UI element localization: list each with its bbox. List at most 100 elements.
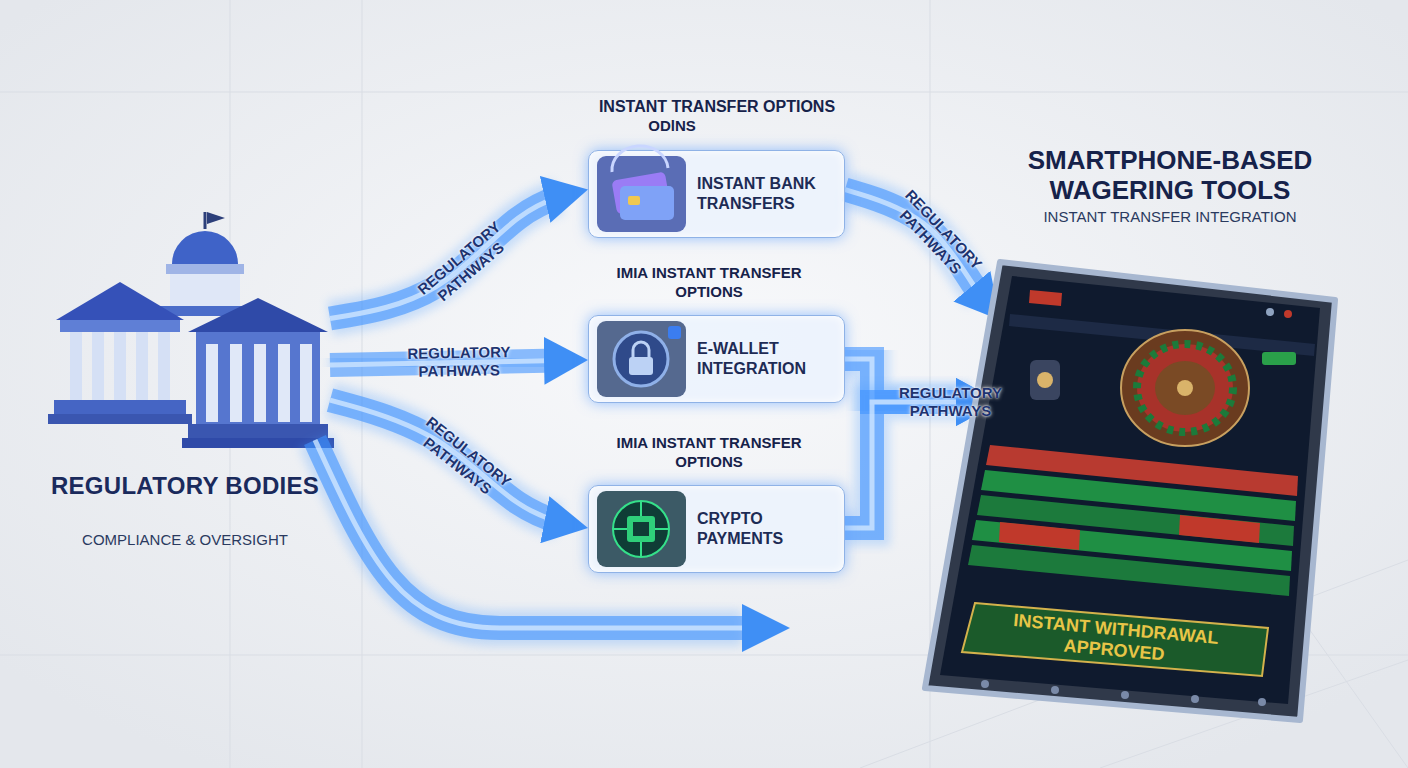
nav-icon [981,680,989,688]
box-label: INSTANT BANK TRANSFERS [697,151,842,237]
drum [166,264,244,274]
table-cell [999,522,1080,550]
phone-body [925,262,1335,720]
transfer-arrow [612,146,668,172]
column [300,344,312,422]
pathway-arrow [330,400,588,528]
nav-icon [1191,695,1199,703]
chip [627,516,655,542]
group-subtitle: COMPLIANCE & OVERSIGHT [40,531,330,548]
table-row [977,495,1294,546]
arrow-highlight [845,402,1000,528]
arrow-band [330,190,588,319]
icon-tile [597,156,686,232]
regulator-buildings [48,212,334,448]
pathway-arrow [330,190,588,319]
lock-ring [614,332,668,386]
box-label: CRYPTO PAYMENTS [697,486,842,572]
arrow-band [330,400,588,528]
side-icon-dot [1037,372,1053,388]
table-row [986,445,1298,496]
column [230,344,242,422]
arrow-glow [330,400,588,528]
box-heading: IMIA INSTANT TRANSFER OPTIONS [589,263,829,301]
side-icon [1030,360,1060,400]
arrow-head-carrier [330,190,588,319]
status-icon [1266,308,1274,316]
table-row [968,545,1290,596]
heading-fragment: ODlNS [612,117,732,134]
column [206,344,218,422]
arrow-band [845,402,1000,528]
table-cell [1179,515,1260,543]
arrow-highlight [330,360,588,365]
phone-screen [940,276,1320,704]
entablature [60,320,180,332]
badge [668,326,681,339]
spire [204,212,207,229]
column [114,332,126,400]
circuit-lines [613,501,669,557]
temple-step [48,414,192,424]
payment-option-box: IMIA INSTANT TRANSFER OPTIONSE-WALLET IN… [588,315,845,403]
arrow-glow [845,402,1000,528]
temple-base [54,400,186,414]
regulator-group: REGULATORY BODIES COMPLIANCE & OVERSIGHT [40,210,330,560]
arrow-head-carrier [845,402,1000,528]
group-title: REGULATORY BODIES [40,472,330,500]
icon-tile [597,491,686,567]
nav-icon [1258,698,1266,706]
screen-button [1262,352,1296,365]
flag [207,212,225,224]
arrow-highlight [330,400,588,528]
grid-line [1260,560,1408,768]
arrow-highlight [330,190,588,319]
arrow-glow [330,190,588,319]
nav-icon [1051,686,1059,694]
temple-roof [56,282,184,320]
roulette-wheel [1121,330,1249,446]
device-subtitle: INSTANT TRANSFER INTEGRATION [1000,208,1340,225]
smartphone-node: SMARTPHONE-BASED WAGERING TOOLSINSTANT T… [1000,260,1340,715]
arrow-band [330,360,588,365]
arrow-glow [330,360,588,365]
arrow-band [845,190,1000,320]
arrow-head-carrier [845,190,1000,320]
arrow-head-carrier [330,400,588,528]
arrow-head [742,604,790,652]
lock-body [629,357,653,375]
box-heading: INSTANT TRANSFER OPTIONS [552,97,882,116]
status-icon [1284,310,1292,318]
grid-line [0,92,1408,93]
arrow-head-carrier [330,360,588,365]
grid-line [1100,660,1408,768]
payment-option-box: IMIA INSTANT TRANSFER OPTIONSCRYPTO PAYM… [588,485,845,573]
box-heading: IMIA INSTANT TRANSFER OPTIONS [589,433,829,471]
box-label: E-WALLET INTEGRATION [697,316,842,402]
pathway-arrow [330,360,588,365]
pathway-arrow [845,190,1000,320]
column [158,332,170,400]
building-base [188,424,328,438]
column [136,332,148,400]
chip-ring [613,501,669,557]
e-wallet-icon [597,321,686,397]
card-shape [611,172,670,215]
grid-line [0,655,1408,656]
arrow-highlight [845,190,1000,320]
nav-icon [1121,691,1129,699]
arrow-glow [845,190,1000,320]
withdrawal-banner [962,603,1268,676]
icon-tile [597,321,686,397]
screen-header [1009,314,1315,356]
roulette-center [1177,380,1193,396]
dome [172,231,238,264]
banner-text: INSTANT WITHDRAWAL APPROVED [999,609,1232,671]
smartphone-illustration [925,262,1335,720]
table-row [972,520,1292,571]
column [278,344,290,422]
